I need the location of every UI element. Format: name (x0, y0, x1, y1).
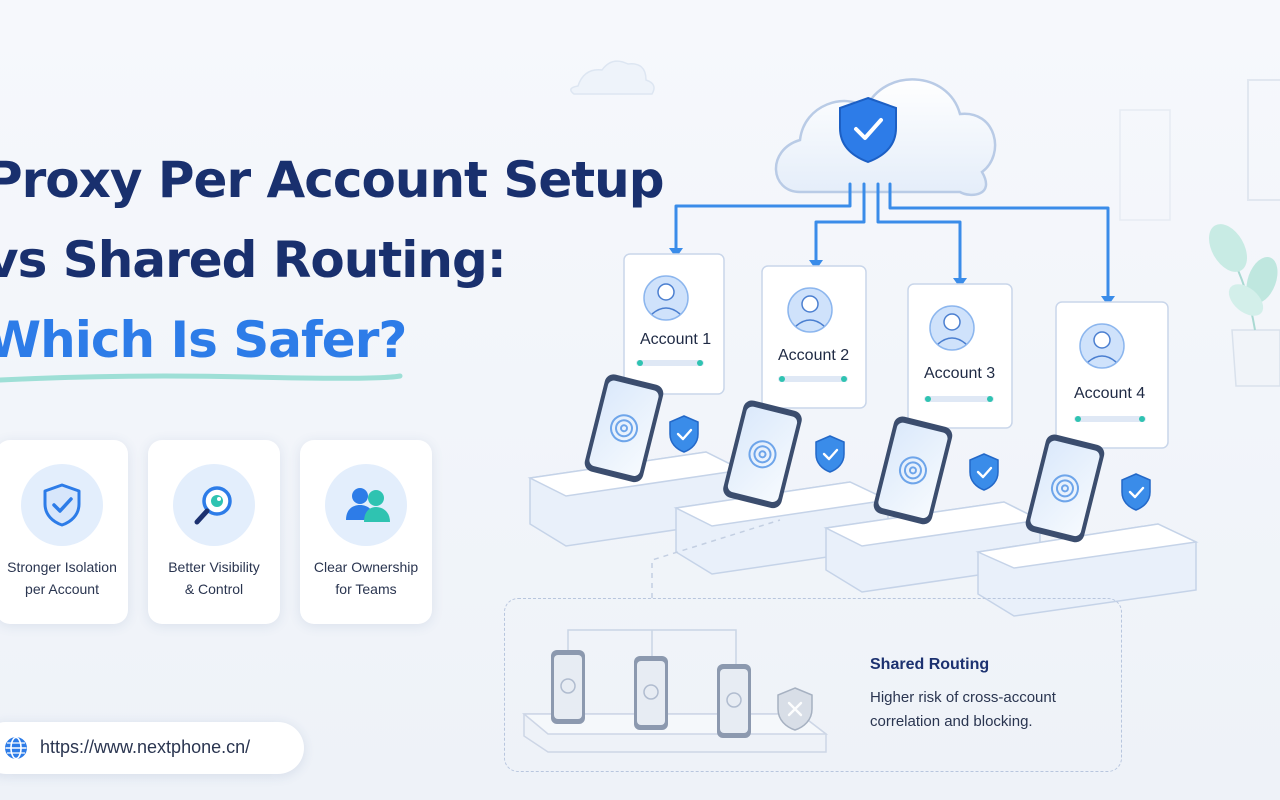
feature-label: Clear Ownership for Teams (313, 559, 419, 597)
phone-icon (1025, 434, 1105, 543)
shield-check-icon (815, 435, 845, 473)
phone-icon (873, 416, 953, 525)
shared-routing-illustration (521, 629, 829, 753)
title-line-3: Which Is Safer? (0, 311, 407, 369)
website-url: https://www.nextphone.cn/ (40, 737, 251, 757)
account-label: Account 4 (1074, 385, 1145, 402)
page-title: Proxy Per Account Setup vs Shared Routin… (0, 140, 665, 380)
feature-icon-circle (21, 464, 103, 546)
shared-routing-title: Shared Routing (870, 656, 990, 673)
phone-icon (723, 400, 802, 509)
title-line-1: Proxy Per Account Setup (0, 151, 665, 209)
feature-label: Stronger Isolation per Account (7, 559, 117, 597)
phone-icon (551, 650, 585, 724)
background-frame (1247, 79, 1280, 201)
shield-check-icon (1121, 473, 1151, 511)
feature-card-isolation: Stronger Isolation per Account (0, 440, 128, 624)
shared-routing-panel (504, 598, 1122, 772)
globe-icon (5, 736, 27, 760)
feature-icon-circle (173, 464, 255, 546)
plant-icon (1209, 224, 1280, 387)
phone-icon (634, 656, 668, 730)
title-underline (0, 373, 403, 383)
shared-routing-description: Higher risk of cross-account correlation… (870, 689, 1056, 730)
account-label: Account 1 (640, 331, 711, 348)
phone-icon (584, 374, 664, 483)
cloud-shield-icon (774, 78, 997, 197)
connector-arrows (669, 248, 1115, 306)
magnifier-eye-icon (194, 486, 232, 525)
account-label: Account 2 (778, 347, 849, 364)
feature-card-ownership: Clear Ownership for Teams (300, 440, 432, 624)
shield-x-icon (777, 687, 813, 731)
title-line-2: vs Shared Routing: (0, 231, 507, 289)
feature-icon-circle (325, 464, 407, 546)
dashed-connector (651, 519, 781, 598)
website-link[interactable]: https://www.nextphone.cn/ (0, 722, 304, 774)
shield-check-icon (969, 453, 999, 491)
shield-check-icon (669, 415, 699, 453)
feature-label: Better Visibility & Control (168, 559, 260, 597)
feature-card-visibility: Better Visibility & Control (148, 440, 280, 624)
background-frame (1119, 109, 1171, 221)
account-card-4: Account 4 (975, 301, 1199, 617)
phone-icon (717, 664, 751, 738)
shield-check-icon (43, 483, 81, 527)
team-icon (346, 488, 390, 522)
account-label: Account 3 (924, 365, 995, 382)
proxy-connectors (674, 182, 1110, 300)
background-cloud-icon (570, 60, 655, 95)
account-card-2: Account 2 (673, 265, 891, 575)
